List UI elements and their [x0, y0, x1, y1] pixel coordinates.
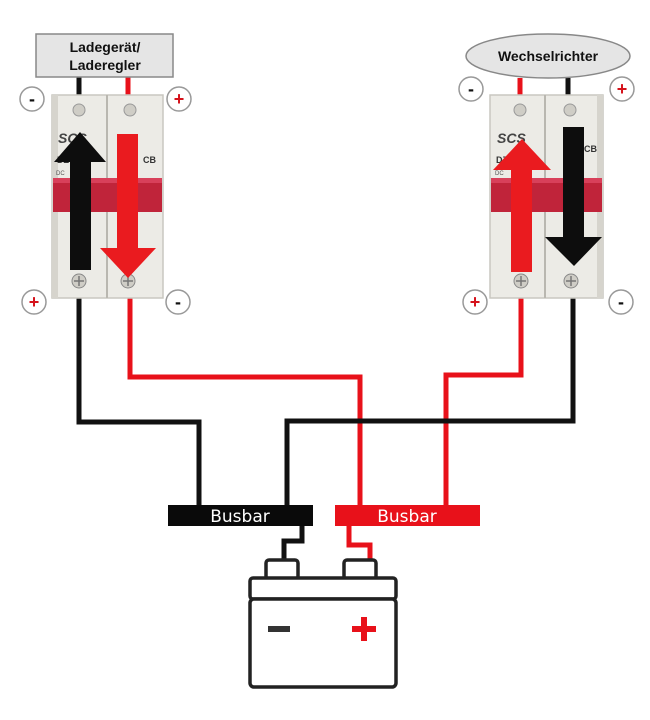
charger-bottom-minus-sign: - — [165, 289, 191, 315]
svg-text:-: - — [29, 89, 35, 109]
charger-breaker: SCS DZ47 CB DC — [51, 94, 164, 299]
current-down-arrow-icon-black — [545, 127, 602, 266]
svg-text:+: + — [470, 292, 481, 312]
inverter-label-text: Wechselrichter — [498, 48, 599, 64]
battery-negative-terminal — [264, 558, 300, 581]
wire-inverter-positive-to-busbar — [443, 295, 524, 505]
wire-charger-positive-to-busbar — [127, 295, 363, 505]
svg-text:+: + — [617, 79, 628, 99]
battery-positive-terminal — [342, 558, 378, 581]
inverter-breaker-model-suffix: CB — [584, 144, 597, 154]
battery-plus-symbol — [352, 617, 376, 641]
svg-text:-: - — [618, 292, 624, 312]
inverter-breaker-rating: DC — [495, 171, 504, 177]
inverter-breaker-brand: SCS — [497, 130, 526, 146]
battery-minus-symbol — [268, 626, 290, 632]
charger-breaker-rating: DC — [56, 171, 65, 177]
current-up-arrow-icon — [54, 132, 106, 270]
charger-label-line2: Laderegler — [69, 57, 141, 73]
busbar-positive: Busbar — [335, 505, 480, 527]
svg-text:-: - — [468, 79, 474, 99]
wire-inverter-negative-to-busbar — [284, 295, 576, 505]
charger-label-box: Ladegerät/ Laderegler — [35, 33, 174, 78]
busbar-positive-label: Busbar — [377, 507, 437, 527]
charger-label-line1: Ladegerät/ — [70, 39, 141, 55]
inverter-bottom-minus-sign: - — [608, 289, 634, 315]
wires — [76, 77, 576, 562]
battery-lid — [248, 576, 398, 601]
charger-breaker-model-suffix: CB — [143, 155, 156, 165]
busbar-negative-label: Busbar — [210, 507, 270, 527]
busbar-negative: Busbar — [168, 505, 313, 527]
inverter-breaker: SCS DZ47 CB DC — [489, 94, 604, 299]
inverter-bottom-plus-sign: + — [462, 289, 488, 315]
inverter-top-plus-sign: + — [609, 76, 635, 102]
polarity-markers: - + + - - + + - — [19, 76, 635, 315]
wire-charger-negative-to-busbar — [76, 295, 202, 505]
svg-text:+: + — [174, 89, 185, 109]
battery-body — [248, 597, 398, 689]
current-down-arrow-icon — [100, 134, 156, 278]
charger-bottom-plus-sign: + — [21, 289, 47, 315]
charger-top-minus-sign: - — [19, 86, 45, 112]
svg-text:+: + — [29, 292, 40, 312]
inverter-label: Wechselrichter — [465, 33, 631, 79]
current-up-arrow-icon-red — [493, 139, 551, 272]
charger-top-plus-sign: + — [166, 86, 192, 112]
battery-icon — [248, 558, 398, 689]
wire-busbar-negative-to-battery — [281, 526, 305, 562]
svg-text:-: - — [175, 292, 181, 312]
inverter-top-minus-sign: - — [458, 76, 484, 102]
wire-busbar-positive-to-battery — [346, 526, 373, 562]
